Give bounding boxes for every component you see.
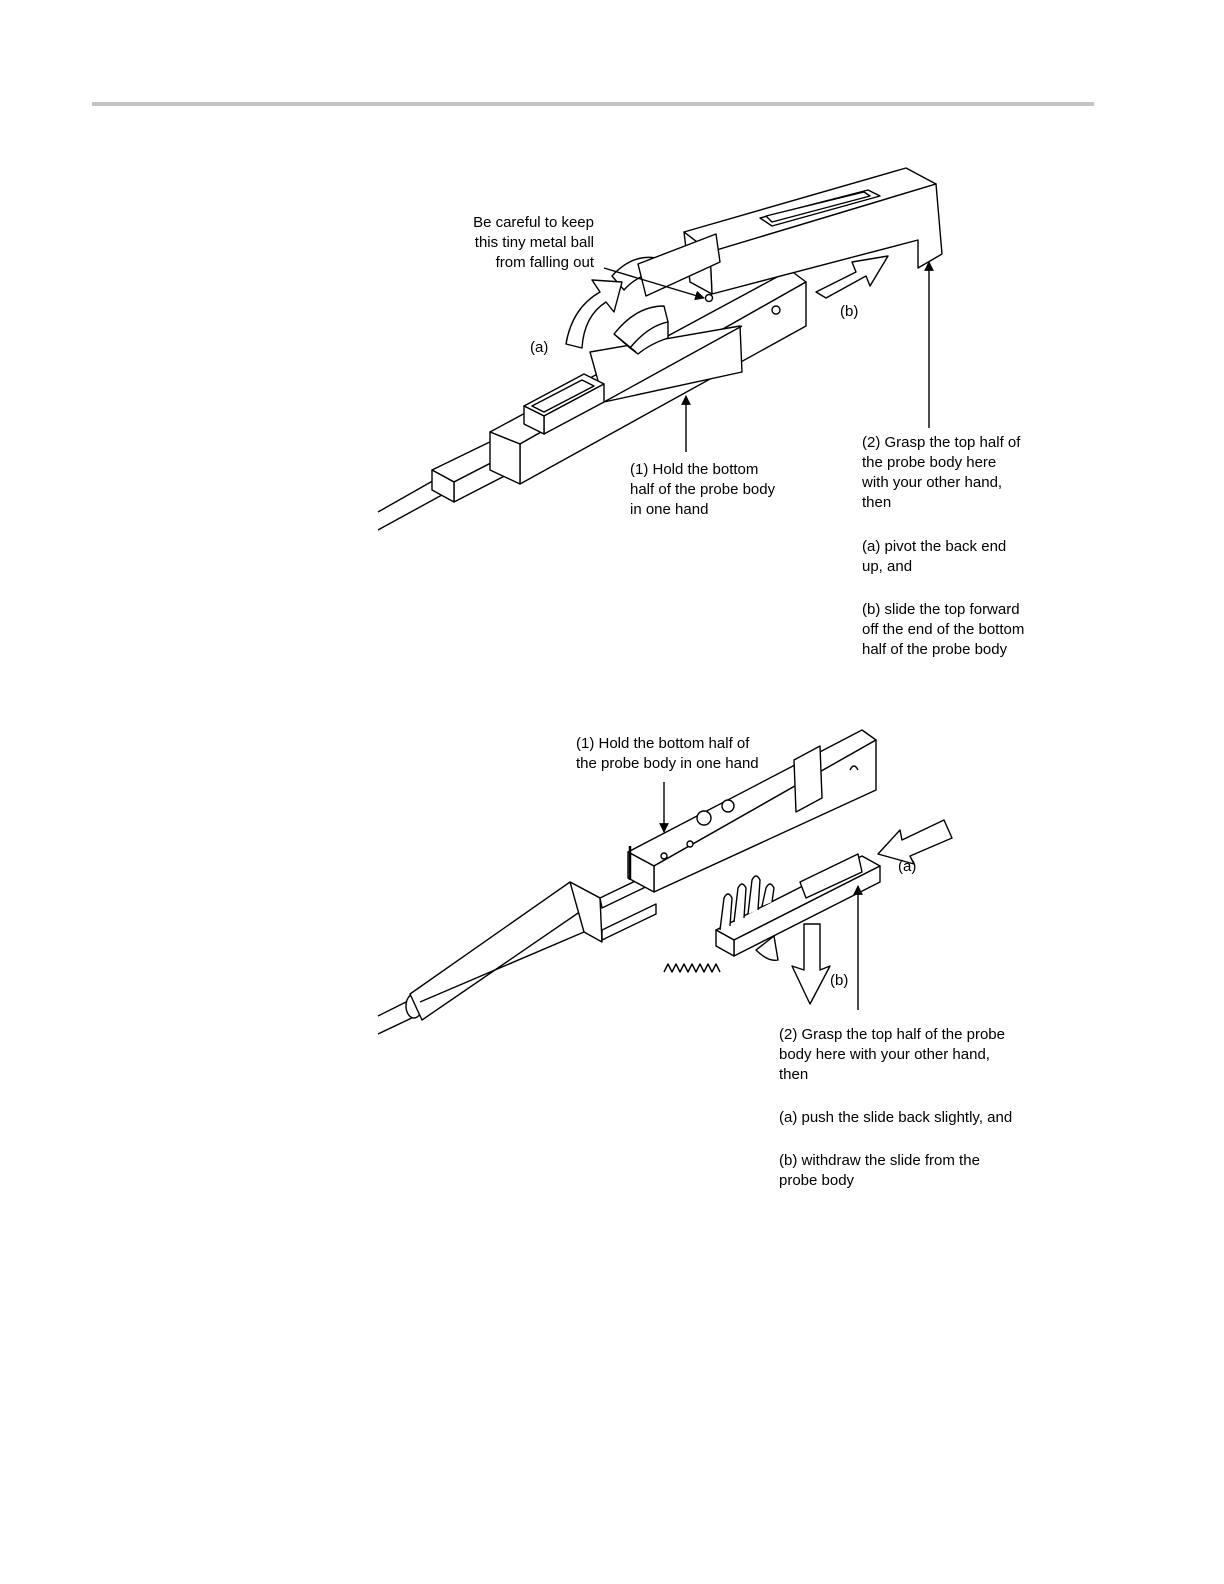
figure2-drawing <box>377 729 953 1035</box>
figure1-top-half <box>637 167 943 297</box>
figure2-step-b-label: (b) withdraw the slide from the probe bo… <box>779 1152 980 1189</box>
figure2-body <box>627 729 877 893</box>
figure2-withdraw-arrow <box>791 923 831 1005</box>
figure1-slide-label: (b) <box>840 303 859 320</box>
figure2-push-label: (a) <box>898 858 917 875</box>
ball-warning-label: Be careful to keep this tiny metal ball … <box>473 214 594 271</box>
figure1-pivot-label: (a) <box>530 339 549 356</box>
figure2-slide <box>715 853 881 961</box>
figure2-hold-label: (1) Hold the bottom half of the probe bo… <box>576 735 759 772</box>
header-rule <box>92 102 1094 106</box>
figure1-step-a-label: (a) pivot the back end up, and <box>862 538 1007 575</box>
figure2-contacts <box>719 875 775 931</box>
figure1-grasp-label: (2) Grasp the top half of the probe body… <box>862 434 1021 511</box>
figure1-slide <box>523 373 605 435</box>
figure2-push-arrow <box>877 819 953 865</box>
figure1-bottom-half <box>489 269 807 485</box>
figure1-lower-grip <box>613 305 669 355</box>
figure1-drawing <box>377 167 943 531</box>
figure2-withdraw-label: (b) <box>830 972 849 989</box>
figure2-grasp-label: (2) Grasp the top half of the probe body… <box>779 1026 1005 1083</box>
figure1-slide-arrow <box>815 255 889 299</box>
figure1-step-b-label: (b) slide the top forward off the end of… <box>862 601 1025 658</box>
metal-ball <box>704 293 714 303</box>
figure2-boot <box>409 881 603 1021</box>
figure2-spring <box>663 963 721 973</box>
figure1-pivot-arrow <box>565 279 623 349</box>
figure1-hold-label: (1) Hold the bottom half of the probe bo… <box>630 461 776 518</box>
figure2-step-a-label: (a) push the slide back slightly, and <box>779 1109 1013 1126</box>
figure1-ball-pointer <box>603 267 705 301</box>
